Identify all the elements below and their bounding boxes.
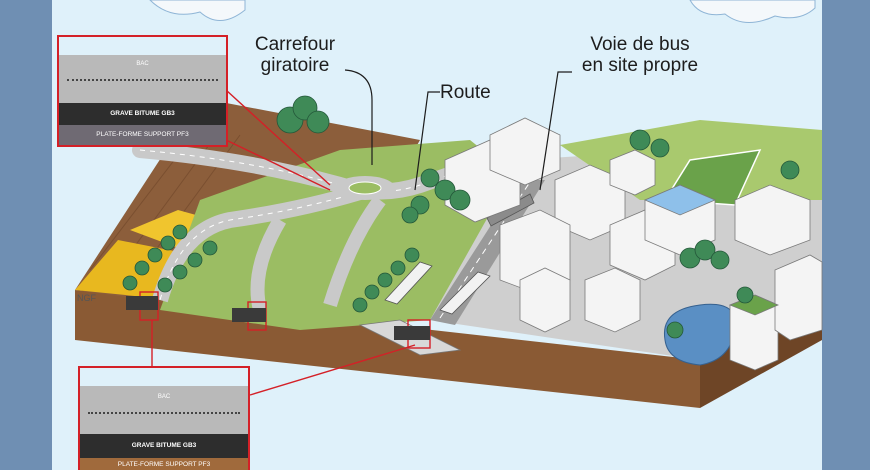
pointer-bus	[539, 71, 572, 191]
inset-bottom-gb3: GRAVE BITUME GB3	[80, 434, 248, 458]
pointer-carrefour	[344, 69, 373, 165]
buildings	[444, 117, 823, 371]
inset-top-pf3: PLATE-FORME SUPPORT PF3	[59, 125, 226, 145]
trees	[122, 95, 800, 339]
bus-lane	[430, 180, 545, 325]
road-south	[323, 195, 386, 308]
inset-section-bottom: BAC GRAVE BITUME GB3 PLATE-FORME SUPPORT…	[78, 366, 250, 470]
clouds	[149, 0, 816, 23]
inset-top-bac-label: BAC	[136, 61, 149, 67]
pointer-route	[414, 91, 440, 191]
inset-bottom-pf3: PLATE-FORME SUPPORT PF3	[80, 458, 248, 470]
inset-top-gb3: GRAVE BITUME GB3	[59, 103, 226, 125]
inset-section-top: BAC GRAVE BITUME GB3 PLATE-FORME SUPPORT…	[57, 35, 228, 147]
label-ngf: NGF	[77, 293, 96, 303]
label-carrefour-giratoire: Carrefour giratoire	[254, 34, 336, 76]
bus-shelters	[384, 261, 491, 315]
label-route: Route	[440, 82, 491, 103]
inset-bottom-bac-label: BAC	[157, 394, 171, 400]
label-voie-de-bus: Voie de bus en site propre	[581, 34, 699, 76]
